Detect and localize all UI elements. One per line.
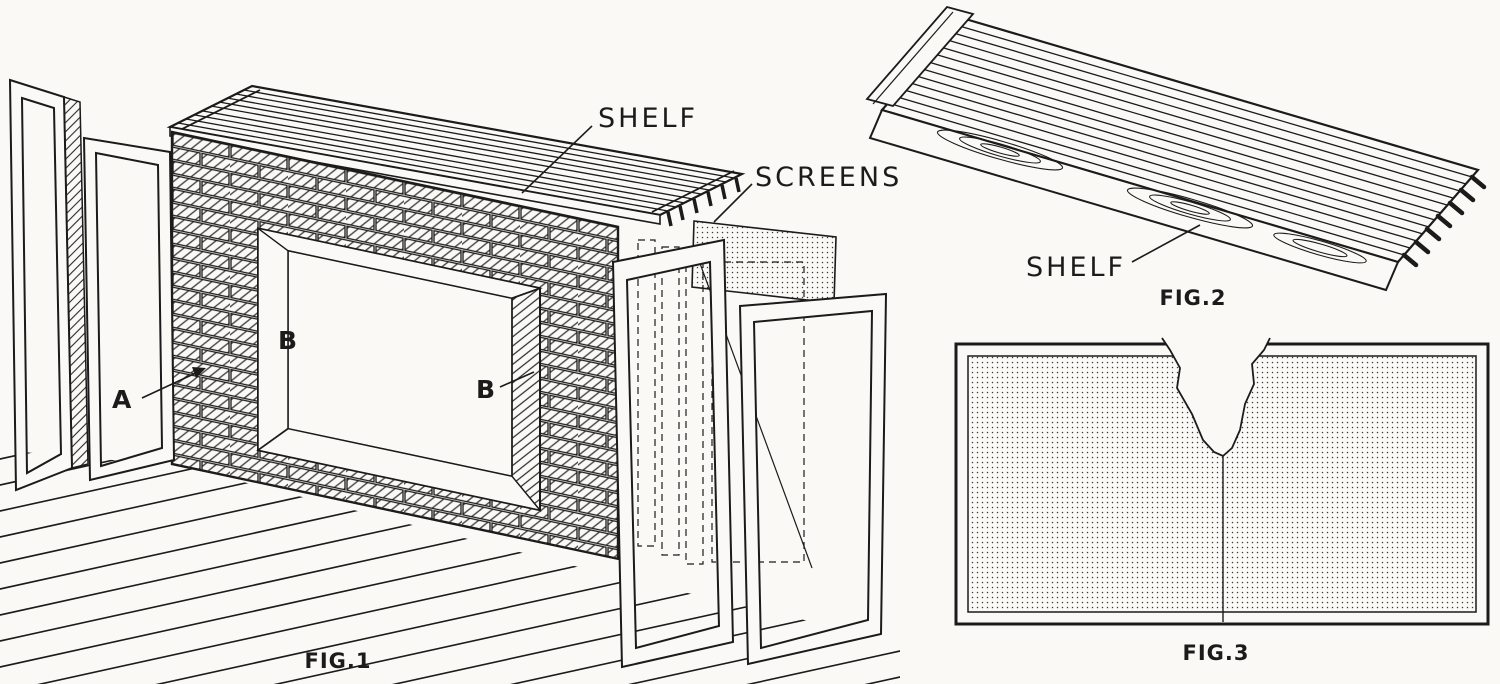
label-b-right: B	[476, 375, 495, 404]
figure-1: SHELF SCREENS A B B FIG.1	[0, 78, 902, 684]
mantel-shelf-top	[166, 84, 746, 227]
fig1-leaders	[141, 125, 753, 399]
shelf-slats	[177, 89, 735, 212]
caption-fig3: FIG.3	[1183, 641, 1250, 665]
left-screen-edge	[63, 95, 89, 469]
screens-leader-line	[713, 183, 753, 223]
b-leader-line	[499, 371, 535, 388]
shelf-end-cleat-fig2	[865, 5, 975, 108]
left-screen-panel-2	[82, 136, 176, 482]
shelf-slat-ends-fig2	[1401, 174, 1487, 268]
shelf-leader-line-fig2	[1131, 224, 1201, 263]
figure-2: SHELF FIG.2	[865, 5, 1487, 310]
left-screen-frames	[8, 78, 176, 492]
caption-fig2: FIG.2	[1160, 286, 1227, 310]
right-screen-frames	[611, 238, 888, 669]
right-screen-panel-2	[738, 292, 888, 666]
label-shelf-fig2: SHELF	[1026, 252, 1126, 283]
left-screen-panel-1	[8, 78, 74, 492]
label-a: A	[112, 385, 132, 414]
shelf-slat-ends	[666, 177, 741, 227]
label-b-left: B	[278, 326, 297, 355]
shelf-front-board-fig2	[868, 108, 1400, 292]
a-leader-line	[141, 371, 199, 399]
fireplace-front	[170, 130, 620, 561]
a-arrowhead	[192, 367, 206, 378]
opening-right-jamb	[511, 287, 541, 513]
wood-grain	[936, 129, 1367, 264]
stored-screens	[637, 220, 837, 569]
caption-fig1: FIG.1	[305, 649, 372, 673]
notch-cutout	[1162, 338, 1270, 456]
label-shelf-fig1: SHELF	[598, 103, 698, 134]
figure-3: FIG.3	[954, 337, 1490, 665]
shelf-slats-fig2	[887, 24, 1473, 256]
label-screens: SCREENS	[755, 162, 902, 193]
right-screen-panel-1	[611, 238, 735, 669]
shelf-leader-line	[521, 125, 593, 194]
